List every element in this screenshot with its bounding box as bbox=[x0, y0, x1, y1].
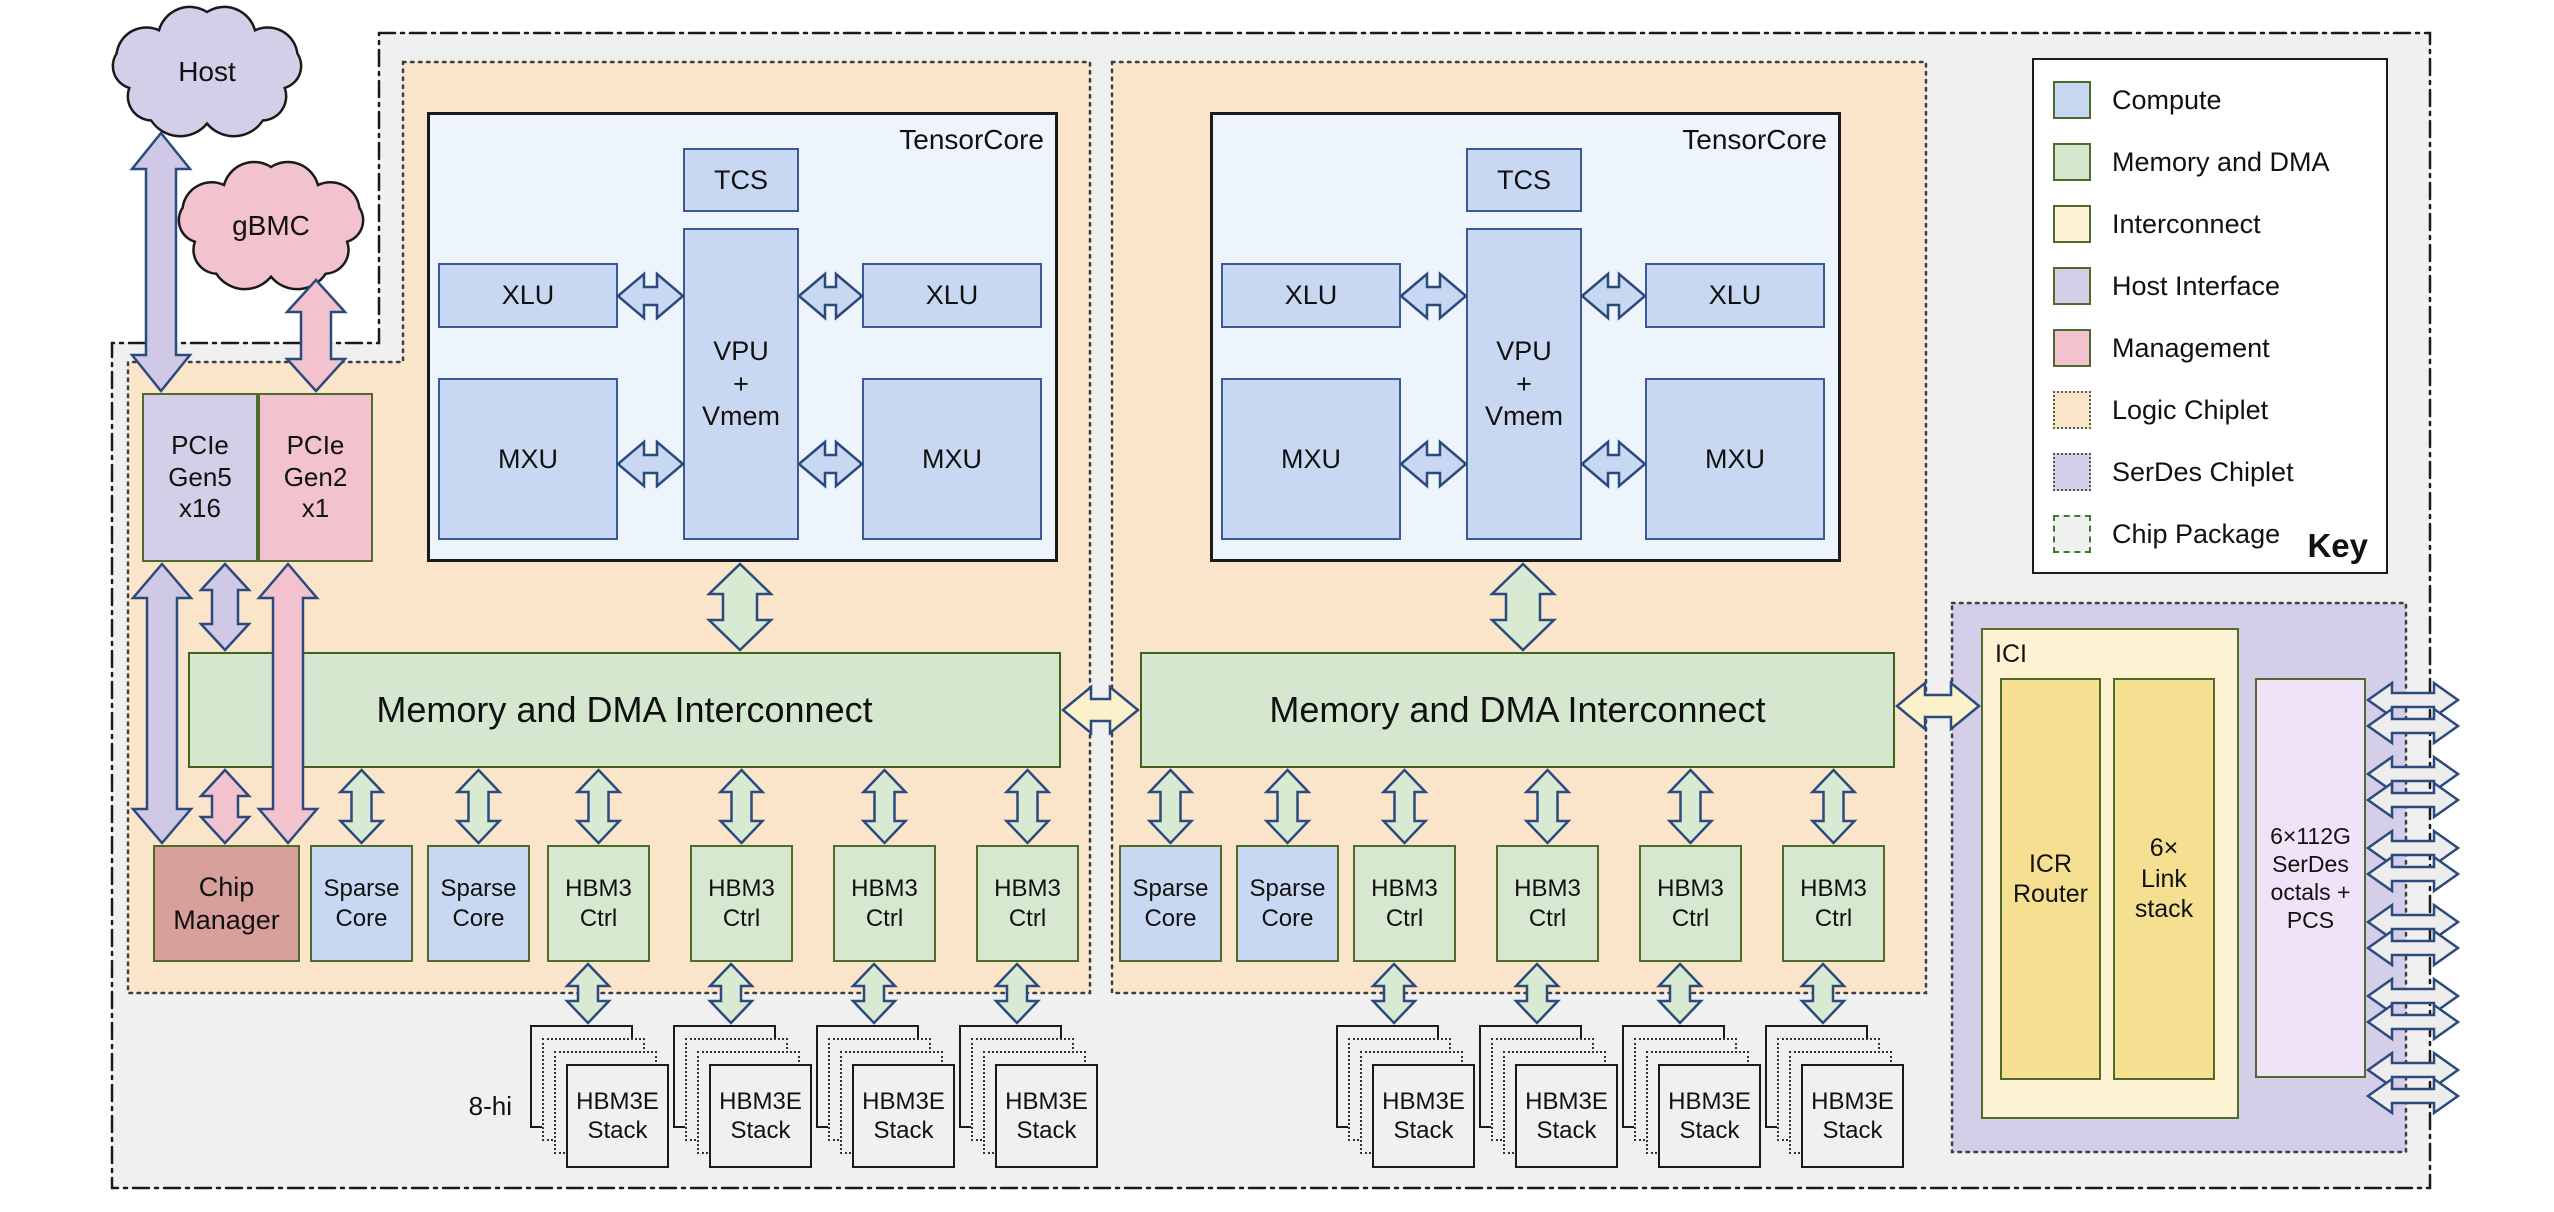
mxu-right-block-core2: MXU bbox=[1645, 378, 1825, 540]
vpu-vmem-block-core1: VPU + Vmem bbox=[683, 228, 799, 540]
gbmc-cloud-label: gBMC bbox=[232, 210, 310, 241]
legend-swatch-3 bbox=[2053, 205, 2091, 243]
hbm3e-stack-8-front: HBM3E Stack bbox=[1801, 1064, 1904, 1168]
legend-box bbox=[2032, 58, 2388, 574]
hbm3e-stack-6-front: HBM3E Stack bbox=[1515, 1064, 1618, 1168]
hbm3e-stack-3-front: HBM3E Stack bbox=[852, 1064, 955, 1168]
legend-label-3: Interconnect bbox=[2112, 208, 2261, 239]
legend-swatch-5 bbox=[2053, 329, 2091, 367]
host-cloud-label: Host bbox=[178, 56, 236, 87]
hbm3-ctrl-block-1: HBM3 Ctrl bbox=[547, 845, 650, 962]
link-stack-block: 6× Link stack bbox=[2113, 678, 2215, 1080]
sparse-core-block-1: Sparse Core bbox=[310, 845, 413, 962]
legend-swatch-7 bbox=[2053, 453, 2091, 491]
memory-dma-interconnect-1: Memory and DMA Interconnect bbox=[188, 652, 1061, 768]
hbm3-ctrl-block-6: HBM3 Ctrl bbox=[1496, 845, 1599, 962]
sparse-core-block-3: Sparse Core bbox=[1119, 845, 1222, 962]
hbm3-ctrl-block-4: HBM3 Ctrl bbox=[976, 845, 1079, 962]
tensorcore-2-title: TensorCore bbox=[1682, 124, 1827, 155]
xlu-left-block-core1: XLU bbox=[438, 263, 618, 328]
pcie-gen2-block: PCIe Gen2 x1 bbox=[258, 393, 373, 562]
memory-dma-interconnect-2: Memory and DMA Interconnect bbox=[1140, 652, 1895, 768]
hbm3e-stack-1-front: HBM3E Stack bbox=[566, 1064, 669, 1168]
serdes-octals-block: 6×112G SerDes octals + PCS bbox=[2255, 678, 2366, 1078]
legend-label-6: Logic Chiplet bbox=[2112, 394, 2269, 425]
legend-swatch-1 bbox=[2053, 81, 2091, 119]
hbm3-ctrl-block-5: HBM3 Ctrl bbox=[1353, 845, 1456, 962]
hbm3e-stack-4-front: HBM3E Stack bbox=[995, 1064, 1098, 1168]
hbm3-ctrl-block-8: HBM3 Ctrl bbox=[1782, 845, 1885, 962]
hbm3e-stack-5-front: HBM3E Stack bbox=[1372, 1064, 1475, 1168]
tcs-block-core2: TCS bbox=[1466, 148, 1582, 212]
ici-title: ICI bbox=[1995, 639, 2027, 668]
pcie-gen5-block: PCIe Gen5 x16 bbox=[142, 393, 258, 562]
sparse-core-block-2: Sparse Core bbox=[427, 845, 530, 962]
tcs-block-core1: TCS bbox=[683, 148, 799, 212]
legend-swatch-8 bbox=[2053, 515, 2091, 553]
legend-swatch-4 bbox=[2053, 267, 2091, 305]
vpu-vmem-block-core2: VPU + Vmem bbox=[1466, 228, 1582, 540]
legend-label-5: Management bbox=[2112, 332, 2270, 363]
legend-label-2: Memory and DMA bbox=[2112, 146, 2330, 177]
legend-label-1: Compute bbox=[2112, 84, 2222, 115]
hbm3-ctrl-block-2: HBM3 Ctrl bbox=[690, 845, 793, 962]
icr-router-block: ICR Router bbox=[2000, 678, 2101, 1080]
xlu-right-block-core1: XLU bbox=[862, 263, 1042, 328]
legend-label-8: Chip Package bbox=[2112, 518, 2281, 549]
legend-swatch-6 bbox=[2053, 391, 2091, 429]
mxu-left-block-core1: MXU bbox=[438, 378, 618, 540]
legend-swatch-2 bbox=[2053, 143, 2091, 181]
legend-label-4: Host Interface bbox=[2112, 270, 2281, 301]
stack-height-label: 8-hi bbox=[468, 1090, 512, 1121]
hbm3e-stack-7-front: HBM3E Stack bbox=[1658, 1064, 1761, 1168]
tensorcore-1-title: TensorCore bbox=[899, 124, 1044, 155]
mxu-right-block-core1: MXU bbox=[862, 378, 1042, 540]
sparse-core-block-4: Sparse Core bbox=[1236, 845, 1339, 962]
hbm3-ctrl-block-7: HBM3 Ctrl bbox=[1639, 845, 1742, 962]
hbm3-ctrl-block-3: HBM3 Ctrl bbox=[833, 845, 936, 962]
chip-manager-block: Chip Manager bbox=[153, 845, 300, 962]
hbm3e-stack-2-front: HBM3E Stack bbox=[709, 1064, 812, 1168]
legend-key-title: Key bbox=[2307, 527, 2368, 564]
legend-label-7: SerDes Chiplet bbox=[2112, 456, 2294, 487]
